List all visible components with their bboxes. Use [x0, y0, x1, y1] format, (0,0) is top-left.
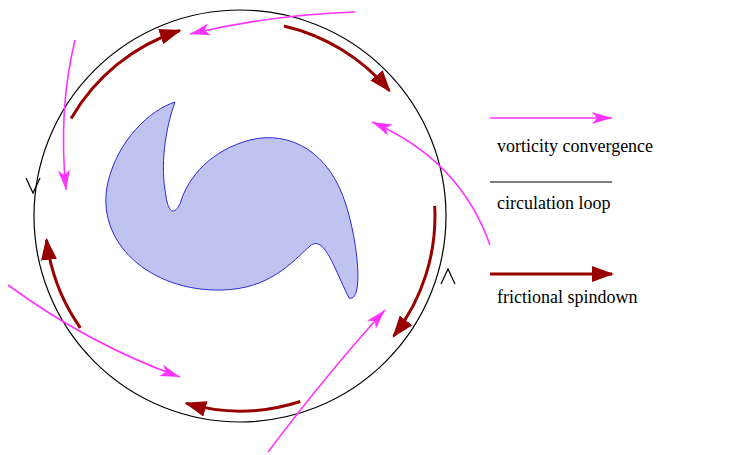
spindown-arcs — [47, 26, 435, 411]
legend-sample — [490, 117, 612, 119]
spindown-arc — [284, 26, 390, 91]
convergence-arrow — [372, 122, 490, 245]
convergence-arrow — [190, 12, 355, 34]
loop-arrowhead — [441, 269, 455, 284]
legend-label: circulation loop — [497, 193, 610, 215]
convergence-arrow — [268, 310, 385, 452]
spindown-arc — [394, 206, 435, 336]
vorticity-patch — [106, 102, 358, 298]
legend-sample — [490, 273, 612, 276]
convergence-arrow — [63, 40, 75, 190]
convergence-arrows — [8, 12, 490, 452]
spindown-arc — [71, 31, 180, 119]
legend-label: vorticity convergence — [497, 136, 653, 158]
spindown-arc — [186, 402, 300, 411]
convergence-arrow — [8, 285, 180, 377]
loop-arrowhead — [26, 178, 40, 193]
legend-sample — [490, 181, 612, 182]
circulation-loop — [34, 10, 446, 422]
legend-label: frictional spindown — [497, 287, 637, 309]
